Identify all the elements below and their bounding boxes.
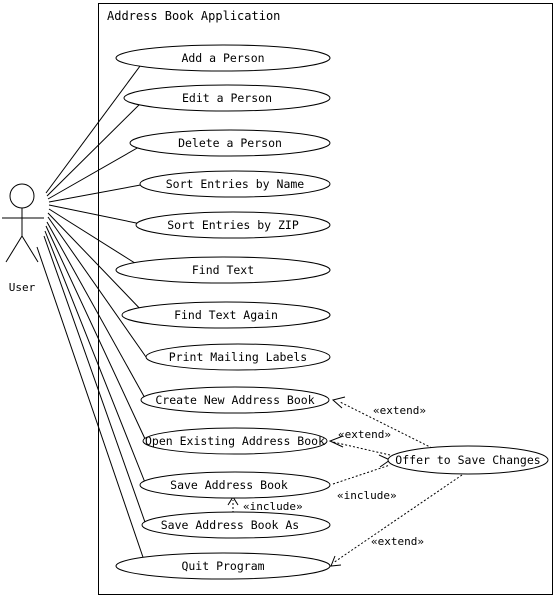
- use-case-shape: [115, 552, 331, 580]
- use-case-shape: [121, 301, 331, 329]
- use-case-shape: [142, 427, 328, 455]
- extend-label-open: «extend»: [338, 428, 391, 441]
- use-case-label: Delete a Person: [178, 136, 282, 150]
- association-print: [47, 216, 147, 358]
- actor-head: [9, 183, 35, 209]
- use-case-shape: [115, 256, 331, 284]
- associations: [36, 57, 147, 567]
- use-case-label: Sort Entries by Name: [166, 177, 305, 191]
- association-delete: [47, 142, 147, 200]
- use-case-label: Save Address Book: [170, 478, 288, 492]
- dependencies: [232, 401, 463, 564]
- use-case-quit: Quit Program: [115, 552, 331, 580]
- association-create: [46, 221, 147, 401]
- extend-label-quit: «extend»: [371, 535, 424, 548]
- use-case-save: Save Address Book: [139, 471, 331, 499]
- use-case-create: Create New Address Book: [140, 386, 330, 414]
- system-title: Address Book Application: [107, 9, 280, 23]
- use-case-label: Find Text Again: [174, 308, 278, 322]
- association-find: [48, 208, 147, 271]
- use-case-print: Print Mailing Labels: [145, 343, 331, 371]
- association-edit: [46, 97, 147, 197]
- use-case-add: Add a Person: [115, 44, 331, 72]
- use-case-find: Find Text: [115, 256, 331, 284]
- use-case-label: Print Mailing Labels: [169, 350, 307, 364]
- use-case-delete: Delete a Person: [129, 129, 331, 157]
- use-case-open: Open Existing Address Book: [142, 427, 328, 455]
- use-case-shape: [129, 129, 331, 157]
- use-case-label: Edit a Person: [182, 91, 272, 105]
- use-case-sort-zip: Sort Entries by ZIP: [135, 211, 331, 239]
- arrowhead-open: [328, 435, 344, 448]
- use-case-offer: Offer to Save Changes: [387, 445, 549, 475]
- use-case-find-again: Find Text Again: [121, 301, 331, 329]
- use-case-label: Quit Program: [181, 559, 264, 573]
- use-case-shape: [387, 445, 549, 475]
- use-case-shape: [140, 386, 330, 414]
- include-label-save: «include»: [337, 489, 397, 502]
- use-case-label: Sort Entries by ZIP: [167, 218, 299, 232]
- use-case-shape: [141, 511, 331, 539]
- use-case-label: Create New Address Book: [155, 393, 314, 407]
- extend-label-create: «extend»: [373, 404, 426, 417]
- association-save-as: [43, 235, 147, 526]
- use-case-label: Offer to Save Changes: [395, 453, 540, 467]
- use-case-edit: Edit a Person: [123, 84, 331, 112]
- system-boundary: [98, 3, 553, 595]
- use-case-label: Add a Person: [181, 51, 264, 65]
- use-case-shape: [135, 211, 331, 239]
- use-case-shape: [139, 170, 331, 198]
- use-case-label: Open Existing Address Book: [145, 434, 325, 448]
- use-case-label: Find Text: [192, 263, 254, 277]
- include-line-save: [332, 464, 391, 485]
- use-case-shape: [145, 343, 331, 371]
- actor-left-leg: [5, 235, 23, 263]
- actor-label: User: [9, 281, 36, 294]
- association-find-again: [47, 212, 147, 316]
- use-case-shape: [115, 44, 331, 72]
- association-add: [45, 57, 147, 194]
- association-quit: [36, 246, 147, 567]
- use-case-shape: [139, 471, 331, 499]
- association-save: [44, 230, 147, 486]
- use-case-shape: [123, 84, 331, 112]
- actor-right-leg: [21, 235, 39, 263]
- extend-line-create: [339, 401, 433, 449]
- association-sort-zip: [48, 204, 147, 226]
- actor-user: [2, 183, 44, 263]
- use-case-save-as: Save Address Book As: [141, 511, 331, 539]
- use-case-label: Save Address Book As: [161, 518, 299, 532]
- include-label-save-as: «include»: [243, 500, 303, 513]
- arrowhead-quit: [330, 555, 342, 567]
- association-open: [45, 225, 147, 442]
- use-case-sort-name: Sort Entries by Name: [139, 170, 331, 198]
- extend-line-open: [332, 441, 391, 456]
- arrowhead-create: [331, 396, 346, 409]
- association-sort-name: [48, 183, 147, 203]
